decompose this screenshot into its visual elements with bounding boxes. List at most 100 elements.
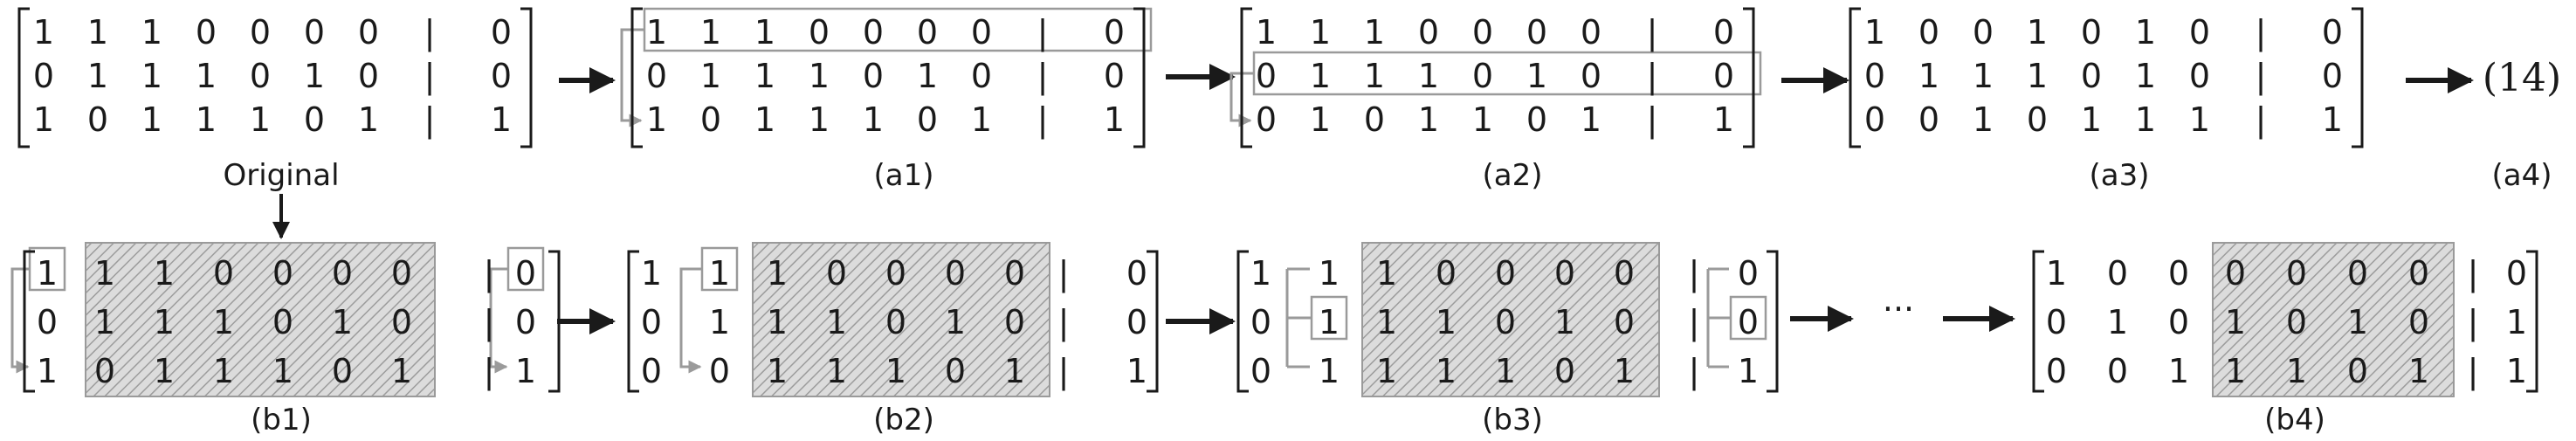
matrix-b2-separator: | (1058, 254, 1070, 293)
matrix-m0-cell: | (424, 57, 436, 96)
matrix-a3-cell: 1 (1973, 100, 1994, 139)
matrix-b3-shaded-cell: 0 (1614, 254, 1635, 293)
matrix-a2-cell: 1 (1526, 57, 1547, 95)
matrix-a2-cell: 0 (1713, 57, 1734, 95)
matrix-a3-cell: 0 (1973, 13, 1994, 52)
bracket-left-a1 (630, 7, 643, 148)
matrix-a1-cell: 1 (809, 100, 830, 139)
label-b3: (b3) (1482, 403, 1543, 438)
matrix-a1-cell: 0 (1104, 57, 1125, 95)
matrix-b2-left-cell: 1 (709, 254, 730, 293)
matrix-b4-separator: | (2468, 303, 2479, 342)
bracket-right-a2 (1743, 7, 1755, 148)
matrix-a1-cell: 1 (809, 57, 830, 95)
matrix-b1-left-cell: 0 (37, 303, 58, 341)
connector-b3-left (1285, 267, 1312, 369)
matrix-m0-cell: 0 (358, 57, 379, 95)
matrix-m0-cell: 1 (33, 13, 54, 52)
matrix-b1-shaded-cell: 1 (94, 303, 115, 341)
matrix-b2-shaded-cell: 1 (885, 352, 906, 390)
matrix-b4-shaded-cell: 1 (2347, 303, 2368, 341)
matrix-a2-cell: 0 (1526, 100, 1547, 139)
matrix-a2-cell: 1 (1364, 57, 1385, 95)
matrix-a3-cell: 1 (2135, 100, 2156, 139)
matrix-b4-left-cell: 0 (2168, 254, 2189, 293)
matrix-b4-left-cell: 0 (2046, 352, 2067, 390)
matrix-b2-rhs-cell: 0 (1126, 254, 1147, 293)
matrix-b3-shaded-cell: 1 (1614, 352, 1635, 390)
matrix-a2-cell: 1 (1713, 100, 1734, 139)
matrix-b1-shaded-cell: 1 (154, 352, 175, 390)
matrix-a2-cell: 1 (1310, 100, 1331, 139)
bracket-left-b2 (627, 250, 639, 393)
matrix-a2-cell: 1 (1310, 13, 1331, 52)
matrix-b3-shaded-cell: 0 (1495, 254, 1516, 293)
matrix-m0-cell: 1 (141, 57, 162, 95)
matrix-a3-cell: 0 (2322, 13, 2343, 52)
matrix-b1-rhs-cell: 0 (515, 303, 536, 341)
matrix-b4-shaded-cell: 1 (2225, 303, 2246, 341)
matrix-b1-shaded-cell: 0 (391, 254, 412, 293)
matrix-m0-cell: 1 (196, 57, 217, 95)
matrix-b4-shaded-cell: 1 (2225, 352, 2246, 390)
matrix-b2-shaded-cell: 1 (767, 352, 788, 390)
matrix-b2-shaded-cell: 0 (945, 352, 966, 390)
matrix-b4-left-cell: 1 (2046, 254, 2067, 293)
matrix-m0-cell: 1 (141, 100, 162, 139)
matrix-b4-shaded-cell: 0 (2408, 254, 2429, 293)
matrix-a2-cell: 0 (1713, 13, 1734, 52)
matrix-a3-cell: 0 (1864, 100, 1885, 139)
matrix-b2-separator: | (1058, 352, 1070, 391)
matrix-b2-left-cell: 0 (641, 303, 662, 341)
bracket-right-b1 (548, 250, 561, 393)
matrix-a1-cell: 0 (863, 13, 884, 52)
matrix-m0-cell: 0 (87, 100, 108, 139)
matrix-m0-cell: | (424, 13, 436, 52)
connector-b3-right (1706, 267, 1731, 369)
matrix-b2-left-cell: 0 (709, 352, 730, 390)
matrix-b2-shaded-cell: 0 (885, 254, 906, 293)
matrix-a1-cell: 0 (917, 13, 938, 52)
matrix-m0-cell: 1 (250, 100, 271, 139)
matrix-b3-left-cell: 0 (1250, 352, 1271, 390)
matrix-b3-rhs-cell: 1 (1738, 352, 1759, 390)
bracket-left-m0 (17, 7, 30, 148)
matrix-b4-shaded-cell: 1 (2408, 352, 2429, 390)
label-a3: (a3) (2090, 158, 2150, 193)
matrix-b4-left-cell: 0 (2107, 352, 2128, 390)
matrix-b3-shaded-cell: 0 (1554, 254, 1575, 293)
bracket-right-a1 (1133, 7, 1146, 148)
matrix-m0-cell: 0 (304, 13, 325, 52)
bracket-right-b3 (1767, 250, 1779, 393)
matrix-b3-shaded-cell: 1 (1495, 352, 1516, 390)
matrix-m0-cell: 1 (141, 13, 162, 52)
matrix-b2-left-cell: 1 (709, 303, 730, 341)
matrix-b1-shaded-cell: 1 (154, 303, 175, 341)
bracket-left-b1 (23, 250, 35, 393)
matrix-a3-cell: | (2256, 13, 2267, 52)
matrix-a1-cell: 1 (754, 57, 775, 95)
bracket-right-a3 (2352, 7, 2364, 148)
matrix-b1-separator: | (484, 254, 495, 293)
matrix-b3-left-cell: 0 (1250, 303, 1271, 341)
matrix-b1-shaded-cell: 0 (391, 303, 412, 341)
matrix-a2-cell: 0 (1581, 57, 1601, 95)
matrix-b3-shaded-cell: 1 (1436, 352, 1457, 390)
matrix-b2-rhs-cell: 1 (1126, 352, 1147, 390)
matrix-b4-left-cell: 0 (2046, 303, 2067, 341)
matrix-a3-cell: 1 (2135, 57, 2156, 95)
matrix-a1-cell: 1 (1104, 100, 1125, 139)
connector-b2 (679, 267, 702, 374)
matrix-b3-left-cell: 1 (1319, 352, 1340, 390)
matrix-b4-shaded-cell: 0 (2286, 254, 2307, 293)
matrix-b4-shaded-cell: 0 (2347, 352, 2368, 390)
label-a1: (a1) (874, 158, 934, 193)
matrix-b4-rhs-cell: 1 (2506, 352, 2527, 390)
matrix-b4-left-cell: 0 (2168, 303, 2189, 341)
matrix-a2-cell: 1 (1364, 13, 1385, 52)
original-label: Original (223, 158, 339, 193)
matrix-b2-shaded-cell: 1 (1004, 352, 1025, 390)
matrix-a1-cell: 1 (646, 13, 667, 52)
matrix-b4-shaded-cell: 0 (2286, 303, 2307, 341)
matrix-b2-separator: | (1058, 303, 1070, 342)
